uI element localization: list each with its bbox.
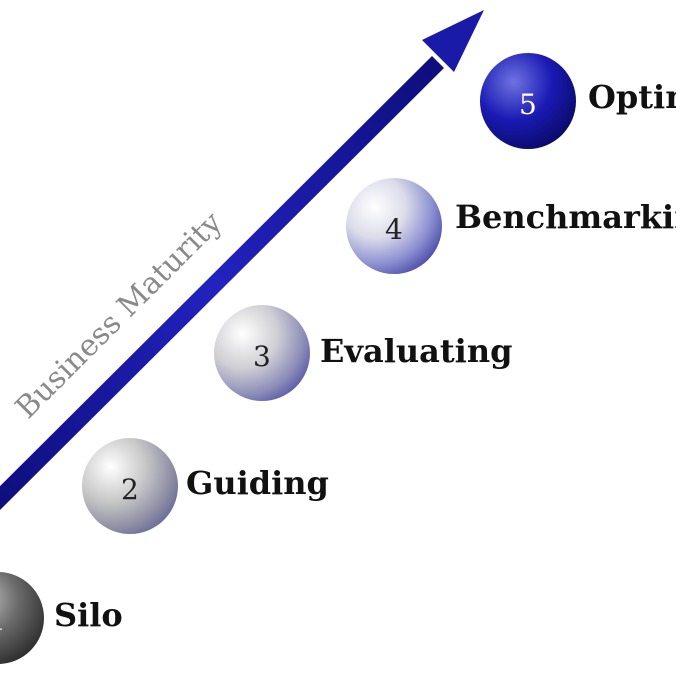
stage-4-label: Benchmarking [455, 198, 676, 236]
stage-1: 1 Silo [0, 572, 123, 664]
stage-2: 2 Guiding [82, 438, 329, 534]
stage-3: 3 Evaluating [214, 305, 512, 401]
stage-1-number: 1 [0, 604, 6, 637]
stage-4-ball [346, 178, 442, 274]
stage-3-label: Evaluating [320, 332, 512, 370]
arrow-shaft [0, 56, 444, 511]
stage-5-number: 5 [519, 88, 537, 121]
stage-5-label: Optimizing [588, 78, 676, 116]
stage-2-ball [82, 438, 178, 534]
stage-5: 5 Optimizing [480, 53, 676, 149]
stage-5-ball [480, 53, 576, 149]
stage-3-number: 3 [253, 340, 271, 373]
stage-4-number: 4 [385, 213, 403, 246]
stage-1-label: Silo [54, 596, 123, 634]
stage-3-ball [214, 305, 310, 401]
maturity-arrow [0, 10, 484, 511]
arrow-head [422, 10, 484, 72]
axis-label: Business Maturity [9, 205, 229, 425]
stage-2-label: Guiding [186, 464, 329, 502]
stage-1-ball [0, 572, 44, 664]
stage-4: 4 Benchmarking [346, 178, 676, 274]
stage-2-number: 2 [121, 473, 139, 506]
